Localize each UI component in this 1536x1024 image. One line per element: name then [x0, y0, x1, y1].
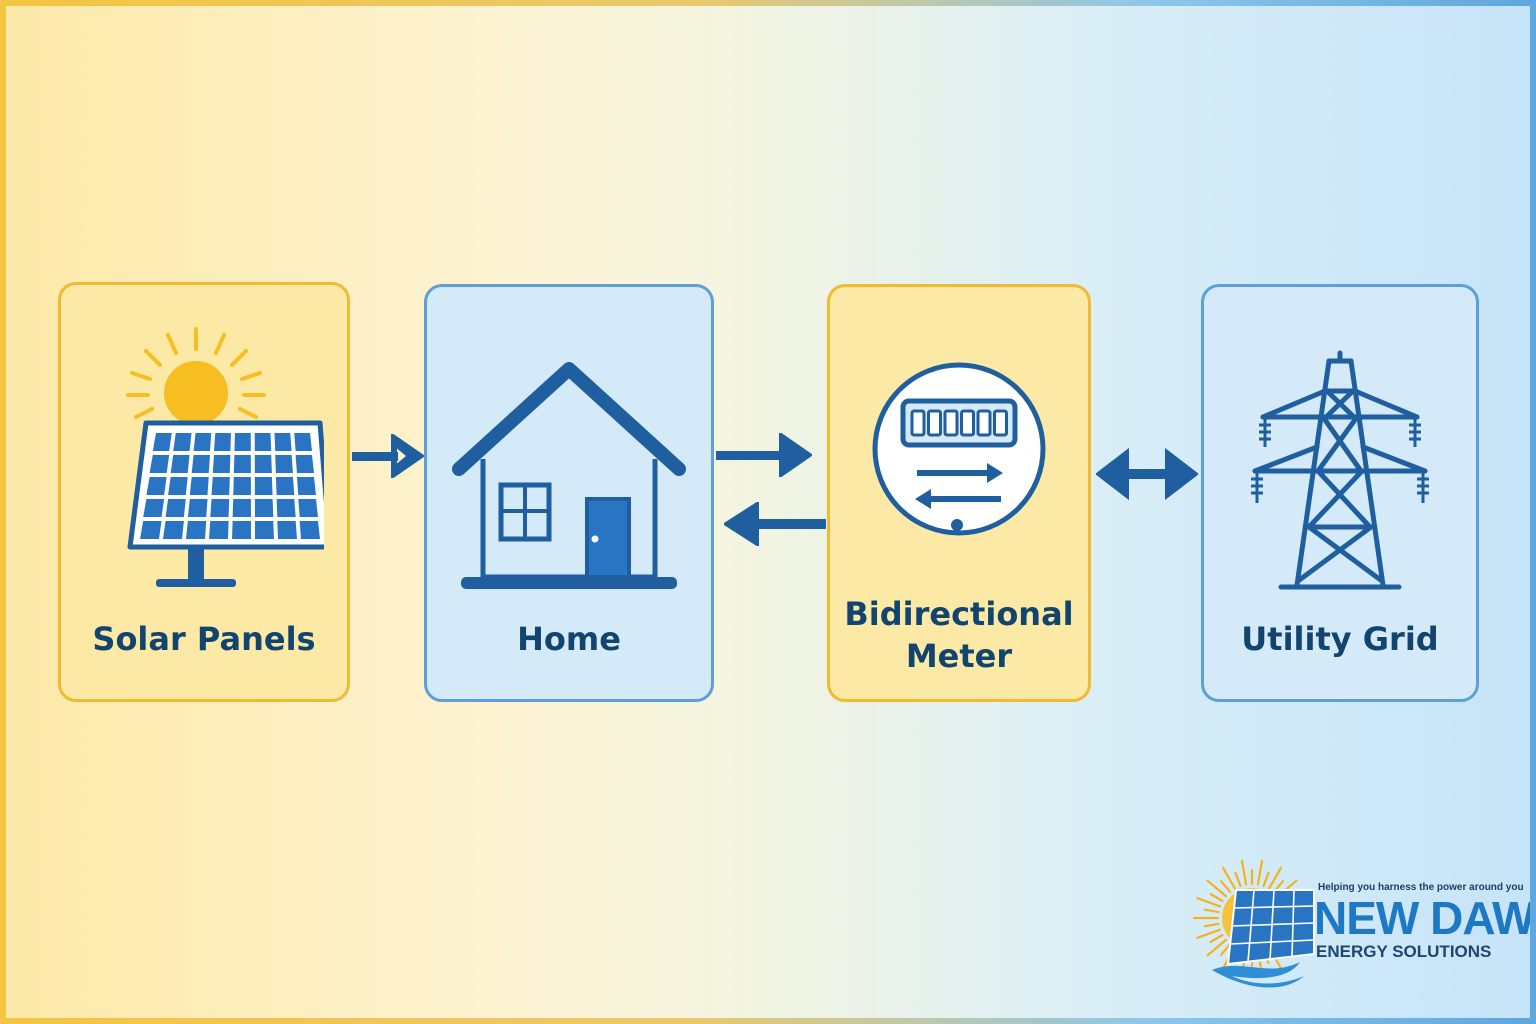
logo-sun-panel-icon — [1192, 859, 1315, 988]
logo-sun-ray — [1206, 879, 1228, 898]
solar-cell — [189, 477, 209, 495]
solar-cell — [232, 499, 251, 517]
logo-sun-ray — [1256, 859, 1264, 886]
solar-cell — [298, 499, 318, 517]
logo-sun-ray — [1220, 880, 1232, 894]
solar-cell — [209, 521, 229, 539]
bidirectional-meter-label: Bidirectional Meter — [844, 595, 1074, 675]
logo-sun-ray — [1240, 859, 1248, 886]
meter-digit-slot — [960, 409, 975, 437]
meter-grid-double-arrow — [1096, 448, 1198, 500]
solar-cell — [210, 499, 230, 517]
solar-cell — [214, 433, 231, 451]
house-icon — [427, 359, 711, 599]
solar-cell — [212, 455, 231, 473]
transmission-tower-icon — [1204, 349, 1476, 595]
meter-digit-slot — [976, 409, 992, 437]
solar-cell — [152, 433, 172, 451]
company-logo: Helping you harness the power around you… — [1192, 854, 1530, 1018]
solar-cell — [275, 455, 293, 473]
logo-sun-ray — [1220, 942, 1232, 956]
solar-cell — [232, 521, 251, 539]
logo-sun-ray — [1262, 871, 1270, 888]
logo-sun-ray — [1267, 866, 1283, 890]
utility-grid-label: Utility Grid — [1241, 620, 1439, 658]
logo-subtitle: ENERGY SOLUTIONS — [1316, 942, 1492, 961]
home-to-meter-arrow — [716, 433, 812, 477]
utility-grid-card: Utility Grid — [1201, 284, 1479, 702]
solar-cell — [186, 521, 207, 539]
logo-sun-ray — [1206, 938, 1228, 957]
solar-cell — [149, 455, 170, 473]
solar-cell — [234, 433, 251, 451]
logo-sun-ray — [1234, 871, 1242, 888]
solar-cell — [146, 477, 167, 495]
solar-cell — [191, 455, 210, 473]
home-label: Home — [517, 620, 621, 658]
solar-cell — [187, 499, 208, 517]
solar-cell — [276, 499, 296, 517]
solar-cell — [193, 433, 212, 451]
logo-sun-ray — [1203, 908, 1220, 914]
meter-icon — [830, 359, 1088, 539]
logo-tagline: Helping you harness the power around you — [1318, 882, 1524, 893]
solar-panels-card: Solar Panels — [58, 282, 350, 702]
solar-cell — [299, 521, 320, 539]
logo-sun-ray — [1196, 928, 1222, 939]
solar-cell — [254, 477, 273, 495]
solar-to-home-arrow — [352, 434, 424, 478]
solar-cell — [277, 521, 297, 539]
meter-digit-slot — [943, 409, 959, 437]
solar-cell — [143, 499, 165, 517]
solar-cell — [254, 455, 272, 473]
solar-cell — [296, 477, 316, 495]
bidirectional-meter-card: Bidirectional Meter — [827, 284, 1091, 702]
solar-cell — [254, 521, 274, 539]
solar-panel-icon — [61, 321, 347, 591]
solar-cell — [233, 455, 251, 473]
solar-cell — [233, 477, 251, 495]
solar-cell — [275, 477, 295, 495]
solar-cell — [170, 455, 190, 473]
solar-cell — [295, 455, 314, 473]
logo-sun-ray — [1221, 866, 1237, 890]
meter-to-home-arrow — [724, 502, 826, 546]
solar-cell — [168, 477, 188, 495]
solar-cell — [254, 433, 272, 451]
solar-cell — [163, 521, 184, 539]
logo-sun-ray — [1196, 897, 1222, 908]
meter-digit-slot — [927, 409, 942, 437]
logo-sun-ray — [1209, 933, 1224, 944]
logo-brand-name: NEW DAWN — [1314, 892, 1535, 944]
solar-panels-label: Solar Panels — [92, 620, 316, 658]
solar-cell — [274, 433, 292, 451]
meter-digit-slot — [910, 409, 926, 437]
logo-sun-ray — [1209, 892, 1224, 903]
solar-cell — [211, 477, 230, 495]
solar-cell — [140, 521, 162, 539]
logo-sun-ray — [1203, 922, 1220, 928]
solar-cell — [165, 499, 186, 517]
solar-cell — [294, 433, 312, 451]
meter-digit-slot — [993, 409, 1008, 437]
solar-cell — [173, 433, 192, 451]
home-card: Home — [424, 284, 714, 702]
solar-cell — [254, 499, 274, 517]
